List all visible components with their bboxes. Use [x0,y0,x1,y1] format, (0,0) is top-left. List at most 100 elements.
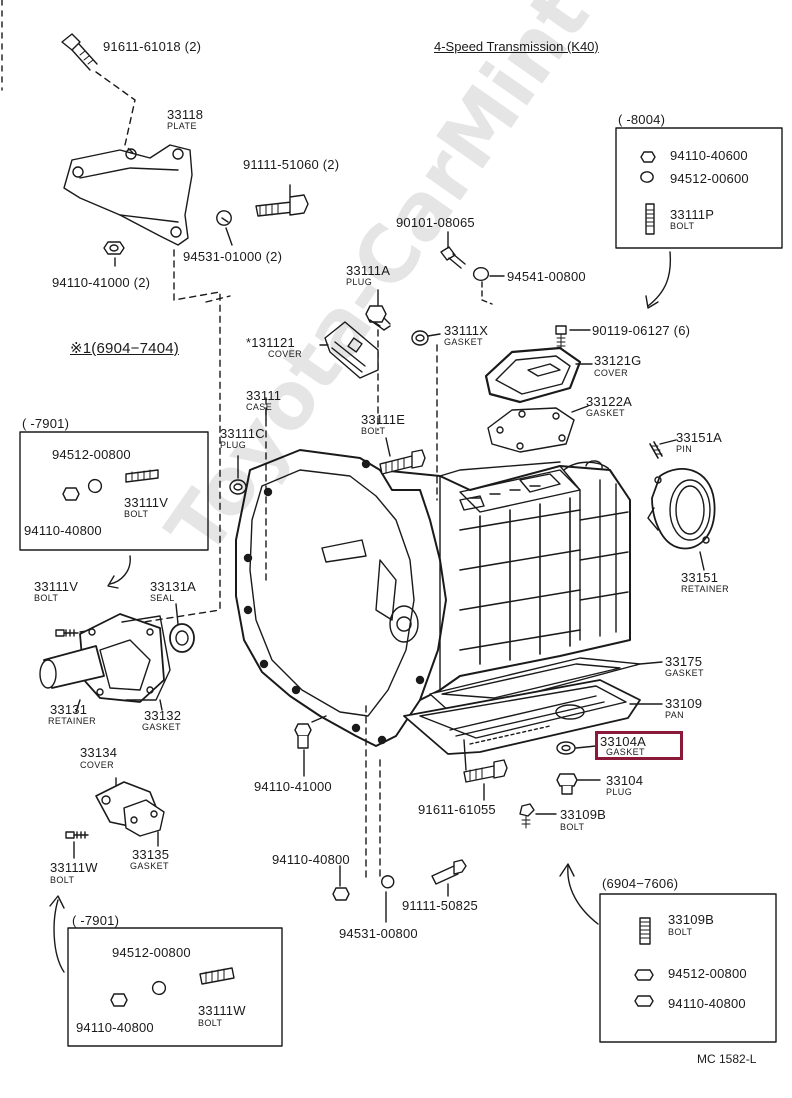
label-33111C: 33111C [220,426,265,441]
box-bottom-left-94512: 94512-00800 [112,945,191,960]
box-top-right-item-3: 33111P [670,207,715,222]
box-left-mid-33111V: 33111V [124,495,169,510]
box-left-mid-33111V-sub: BOLT [124,509,149,519]
label-33134: 33134 [80,745,118,760]
seal-33131A [169,623,195,653]
label-33118-sub: PLATE [167,121,197,131]
gasket-33132 [121,615,171,701]
box-left-mid-parts [62,469,159,501]
plug-33104 [556,773,578,795]
label-94541-00800: 94541-00800 [507,269,586,284]
label-33111W-sub: BOLT [50,875,75,885]
gasket-33111X [411,330,429,346]
box-left-mid-94110: 94110-40800 [24,523,102,538]
cover-131121 [324,321,379,379]
label-94110-41000: 94110-41000 [254,779,332,794]
cover-33121G [484,346,582,404]
label-33111E-sub: BOLT [361,426,386,436]
box-bottom-right-33109B: 33109B [668,912,715,927]
box-top-right-item-2: 94512-00600 [670,171,749,186]
plug-33111A [365,305,391,331]
label-33118: 33118 [167,107,204,122]
retainer-33131 [39,613,165,703]
bolt-33111E [379,449,426,475]
box-top-right-item-3-sub: BOLT [670,221,695,231]
box-top-right-parts [640,151,656,235]
label-91111-50825: 91111-50825 [402,898,478,913]
label-33104A: 33104A [600,734,647,749]
label-33132: 33132 [144,708,182,723]
label-91611-61055: 91611-61055 [418,802,496,817]
box-bottom-right-range: (6904−7606) [602,876,679,891]
box-top-right-item-1: 94110-40600 [670,148,748,163]
box-left-mid-range: ( -7901) [22,416,70,431]
box-bottom-left-range: ( -7901) [72,913,120,928]
washer-94541-00800 [472,267,490,281]
leader-line [95,71,141,161]
bolt-91111-51060 [255,194,309,217]
note-1-range: ※1(6904−7404) [70,340,179,357]
label-33132-sub: GASKET [142,722,181,732]
label-33131A-sub: SEAL [150,593,175,603]
pin-33151A [649,441,663,459]
label-33175-sub: GASKET [665,668,704,678]
label-33111C-sub: PLUG [220,440,247,450]
box-bottom-left-parts [110,967,235,1007]
label-33151-sub: RETAINER [681,584,730,594]
bolt-91611-61018 [61,33,98,71]
label-33111V-sub: BOLT [34,593,59,603]
label-33109B: 33109B [560,807,607,822]
box-bottom-right-parts [634,917,654,1007]
nut-94110-40800-bottom [332,887,350,901]
label-33111X-sub: GASKET [444,337,483,347]
box-top-right-border [615,127,783,249]
footer-code: MC 1582-L [697,1052,757,1066]
label-94531-00800: 94531-00800 [339,926,418,941]
bolt-33111V-left [55,629,79,637]
bolt-33111W [65,831,89,839]
label-33151A: 33151A [676,430,723,445]
box-bottom-left-border [67,927,283,1047]
label-94110-41000-2: 94110-41000 (2) [52,275,151,290]
nut-94110-41000 [103,241,125,255]
label-33134-sub: COVER [80,760,115,770]
label-33111: 33111 [246,388,282,403]
box-bottom-right-94512: 94512-00800 [668,966,747,981]
box-top-right-range: ( -8004) [618,112,666,127]
label-33111X: 33111X [444,323,489,338]
transmission-case-33111 [235,449,631,747]
label-33131A: 33131A [150,579,197,594]
label-131121-sub: COVER [268,349,303,359]
label-91611-61018: 91611-61018 (2) [103,39,202,54]
label-33131: 33131 [50,702,88,717]
label-33104A-sub: GASKET [606,747,645,757]
box-bottom-left-94110: 94110-40800 [76,1020,154,1035]
label-33109: 33109 [665,696,703,711]
retainer-33151 [647,468,716,550]
label-33109B-sub: BOLT [560,822,585,832]
label-33121G: 33121G [594,353,642,368]
box-left-mid-border [19,431,209,551]
label-33111-sub: CASE [246,402,273,412]
pan-33109 [403,679,641,755]
label-33104: 33104 [606,773,644,788]
label-33111V: 33111V [34,579,79,594]
label-33151: 33151 [681,570,719,585]
label-33111E: 33111E [361,412,406,427]
label-33175: 33175 [665,654,703,669]
washer-94531-00800 [381,875,395,889]
label-90101-08065: 90101-08065 [396,215,475,230]
box-bottom-right-33109B-sub: BOLT [668,927,693,937]
bolt-91111-50825 [431,859,467,885]
leader-line [225,227,233,246]
gasket-33122A [487,407,575,453]
leader-line [173,249,221,611]
box-bottom-left-33111W: 33111W [198,1003,246,1018]
bolt-90119-06127 [555,325,567,353]
plug-33111C [229,479,247,495]
bolt-33109B [519,803,535,829]
label-91111-51060: 91111-51060 (2) [243,157,340,172]
nut-94110-41000-b [294,723,312,749]
